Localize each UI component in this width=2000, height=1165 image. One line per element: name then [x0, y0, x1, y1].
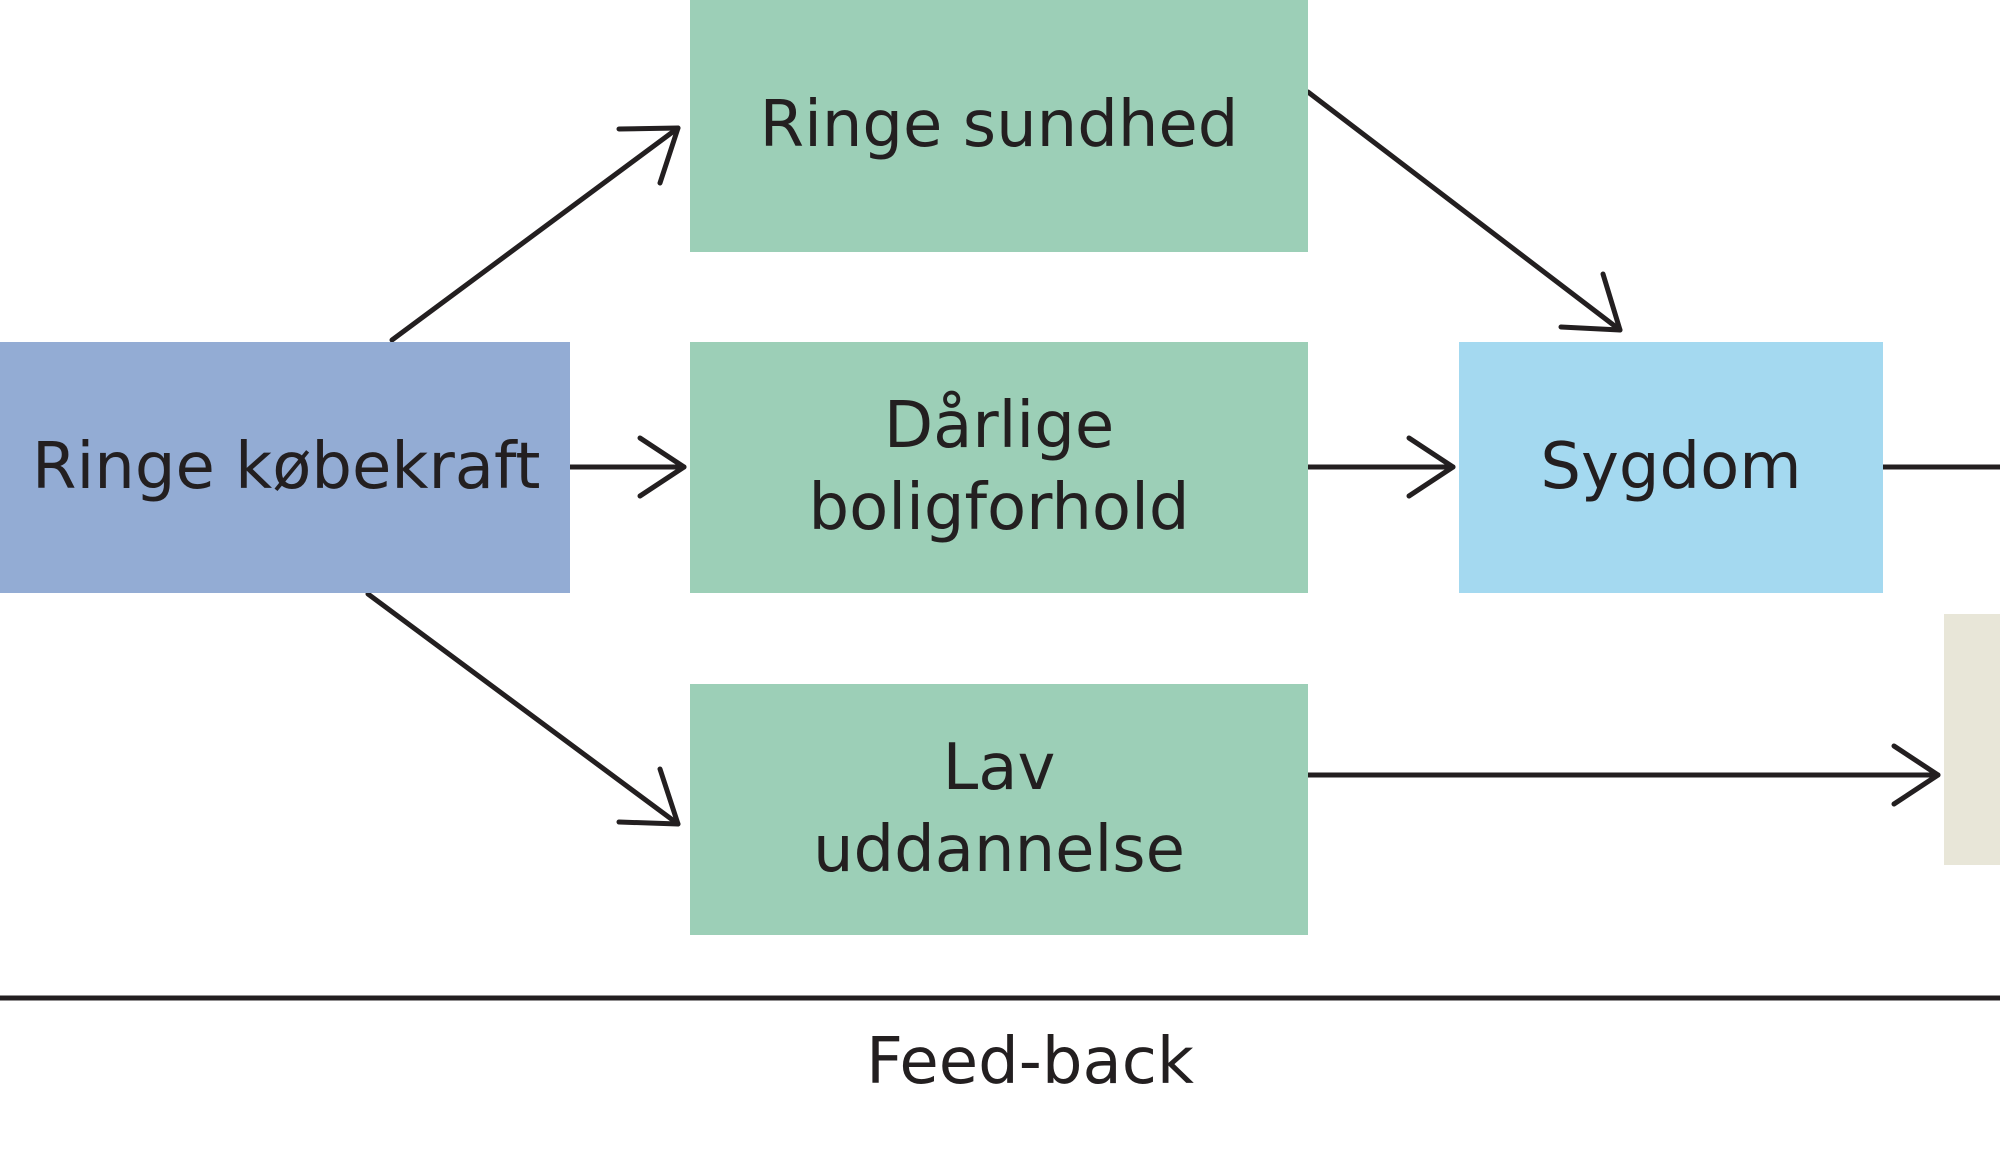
box-sygdom-label: Sygdom: [1540, 429, 1802, 504]
box-sygdom: Sygdom: [1459, 342, 1883, 593]
box-ringe-sundhed-label: Ringe sundhed: [759, 88, 1239, 163]
feedback-label: Feed-back: [866, 1025, 1194, 1099]
arrow-bolig-to-sygdom: [1305, 435, 1456, 499]
box-ringe-kobekraft: Ringe købekraft: [0, 342, 570, 593]
arrow-uddannelse-to-right: [1305, 743, 1941, 807]
arrow-kobekraft-to-uddannelse: [365, 591, 681, 827]
box-cut-off-right: [1944, 614, 2000, 865]
box-darlige-boligforhold-line2: boligforhold: [808, 470, 1190, 545]
box-darlige-boligforhold-line1: Dårlige: [883, 388, 1115, 463]
box-lav-uddannelse-line2: uddannelse: [812, 812, 1186, 887]
box-lav-uddannelse: Lav uddannelse: [690, 684, 1308, 935]
arrow-sundhed-to-sygdom: [1305, 89, 1623, 333]
arrow-kobekraft-to-sundhed: [389, 125, 681, 343]
arrow-kobekraft-to-bolig: [567, 435, 687, 499]
box-ringe-sundhed: Ringe sundhed: [690, 0, 1308, 252]
box-darlige-boligforhold: Dårlige boligforhold: [690, 342, 1308, 593]
box-ringe-kobekraft-label: Ringe købekraft: [32, 429, 541, 504]
box-lav-uddannelse-line1: Lav: [942, 730, 1056, 805]
